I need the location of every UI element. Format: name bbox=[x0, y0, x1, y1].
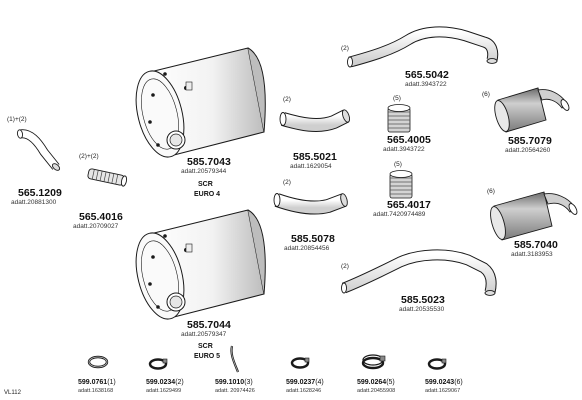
euro-tag-585-7044: EURO 5 bbox=[194, 353, 221, 360]
silencer-585-7079-drawing bbox=[494, 87, 570, 133]
part-number-565-4017: 565.4017 bbox=[387, 199, 431, 211]
qty-585-7079: (6) bbox=[482, 91, 490, 98]
scr-unit-585-7044-drawing bbox=[135, 209, 266, 320]
clamp-part-number-599-0243: 599.0243(6) bbox=[425, 379, 463, 386]
part-number-565-4005: 565.4005 bbox=[387, 134, 431, 146]
ref-585-7043: adatt.20579344 bbox=[181, 168, 227, 175]
pipe-585-5078-drawing bbox=[273, 193, 348, 215]
qty-565-1209: (1)+(2) bbox=[7, 116, 27, 123]
clamp-599-0761-drawing bbox=[87, 355, 109, 369]
ref-585-5023: adatt.20535530 bbox=[399, 306, 445, 313]
part-number-585-7040: 585.7040 bbox=[514, 239, 558, 251]
clamp-part-number-599-0237: 599.0237(4) bbox=[286, 379, 324, 386]
ref-585-7079: adatt.20564260 bbox=[505, 147, 551, 154]
part-number-565-5042: 565.5042 bbox=[405, 69, 449, 81]
clamp-part-number-599-0234: 599.0234(2) bbox=[146, 379, 184, 386]
clamp-ref-599-1010: adatt. 20974426 bbox=[215, 388, 255, 394]
qty-565-4005: (5) bbox=[393, 95, 401, 102]
qty-565-5042: (2) bbox=[341, 45, 349, 52]
qty-585-7040: (6) bbox=[487, 188, 495, 195]
part-number-565-1209: 565.1209 bbox=[18, 187, 62, 199]
pipe-585-5021-drawing bbox=[279, 109, 351, 133]
clamp-part-number-599-1010: 599.1010(3) bbox=[215, 379, 253, 386]
qty-585-5021: (2) bbox=[283, 96, 291, 103]
clamp-599-0234-drawing bbox=[148, 358, 168, 370]
part-number-585-5023: 585.5023 bbox=[401, 294, 445, 306]
clamp-599-0264-drawing bbox=[361, 354, 386, 370]
scr-tag-585-7043: SCR bbox=[198, 181, 213, 188]
clamp-ref-599-0234: adatt.1629499 bbox=[146, 388, 182, 394]
part-number-585-5021: 585.5021 bbox=[293, 151, 337, 163]
clamp-part-number-599-0264: 599.0264(5) bbox=[357, 379, 395, 386]
scr-unit-585-7043-drawing bbox=[135, 47, 266, 158]
flex-pipe-565-4016-drawing bbox=[87, 168, 128, 187]
ref-585-5021: adatt.1629054 bbox=[290, 163, 332, 170]
pipe-565-5042-drawing bbox=[347, 26, 499, 68]
pipe-565-1209-drawing bbox=[16, 129, 61, 171]
part-number-565-4016: 565.4016 bbox=[79, 211, 123, 223]
flex-pipe-565-4005-drawing bbox=[387, 104, 411, 133]
qty-565-4017: (5) bbox=[394, 161, 402, 168]
clamp-ref-599-0243: adatt.1629067 bbox=[425, 388, 461, 394]
part-number-585-5078: 585.5078 bbox=[291, 233, 335, 245]
part-number-585-7043: 585.7043 bbox=[187, 156, 231, 168]
ref-585-7044: adatt.20579347 bbox=[181, 331, 227, 338]
ref-585-5078: adatt.20854456 bbox=[284, 245, 330, 252]
clamp-part-number-599-0761: 599.0761(1) bbox=[78, 379, 116, 386]
qty-585-5023: (2) bbox=[341, 263, 349, 270]
diagram-code: VL112 bbox=[4, 390, 21, 396]
qty-565-4016: (2)+(2) bbox=[79, 153, 99, 160]
clamp-599-0237-drawing bbox=[290, 357, 310, 369]
euro-tag-585-7043: EURO 4 bbox=[194, 191, 221, 198]
clamp-ref-599-0264: adatt.20455908 bbox=[357, 388, 396, 394]
ref-565-4016: adatt.20709027 bbox=[73, 223, 119, 230]
scr-tag-585-7044: SCR bbox=[198, 343, 213, 350]
qty-585-5078: (2) bbox=[283, 179, 291, 186]
clamp-599-1010-drawing bbox=[230, 345, 240, 373]
pipe-585-5023-drawing bbox=[341, 249, 497, 296]
clamp-599-0243-drawing bbox=[427, 358, 447, 370]
part-number-585-7079: 585.7079 bbox=[508, 135, 552, 147]
flex-pipe-565-4017-drawing bbox=[389, 170, 413, 199]
ref-565-5042: adatt.3943722 bbox=[405, 81, 447, 88]
part-number-585-7044: 585.7044 bbox=[187, 319, 231, 331]
ref-585-7040: adatt.3183953 bbox=[511, 251, 553, 258]
silencer-585-7040-drawing bbox=[490, 191, 578, 241]
ref-565-4017: adatt.7420974489 bbox=[373, 211, 426, 218]
clamp-ref-599-0761: adatt.1638168 bbox=[78, 388, 114, 394]
ref-565-4005: adatt.3943722 bbox=[383, 146, 425, 153]
clamp-ref-599-0237: adatt.1628246 bbox=[286, 388, 322, 394]
ref-565-1209: adatt.20881300 bbox=[11, 199, 57, 206]
